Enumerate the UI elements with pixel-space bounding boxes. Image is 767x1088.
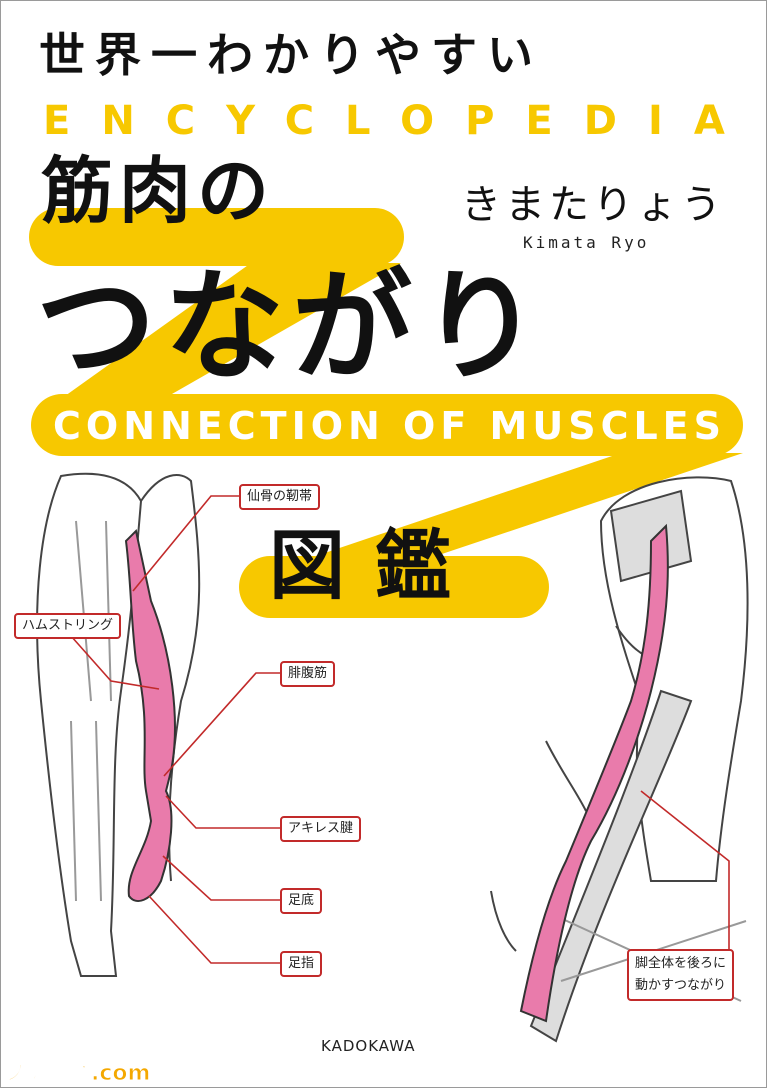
- label-sacral-ligament: 仙骨の靭帯: [239, 484, 321, 510]
- pink-muscle-chain-left: [124, 528, 176, 902]
- pink-muscle-chain-right: [519, 523, 669, 1023]
- watermark: ファミ通.com: [2, 1061, 151, 1087]
- series-label: ENCYCLOPEDIA: [43, 98, 756, 144]
- label-sole: 足底: [280, 888, 323, 914]
- title-line-2: つながり: [36, 258, 548, 397]
- label-whole-leg: 脚全体を後ろに 動かすつながり: [627, 949, 735, 1001]
- label-toes: 足指: [280, 951, 323, 977]
- label-hamstring: ハムストリング: [14, 613, 122, 639]
- label-gastrocnemius: 腓腹筋: [280, 661, 336, 687]
- title-line-3: 図鑑: [269, 521, 481, 610]
- subtitle-en: CONNECTION OF MUSCLES: [53, 404, 726, 448]
- leader-lines: [70, 495, 730, 964]
- author-name-en: Kimata Ryo: [523, 233, 650, 252]
- side-leg-illustration: [490, 476, 749, 1043]
- tagline: 世界一わかりやすい: [39, 28, 543, 82]
- author-name: きまたりょう: [461, 182, 725, 228]
- publisher-logo: KADOKAWA: [321, 1037, 416, 1055]
- label-whole-leg-line1: 脚全体を後ろに: [635, 956, 727, 971]
- title-line-1: 筋肉の: [41, 149, 276, 233]
- label-achilles: アキレス腱: [280, 816, 362, 842]
- yellow-z-band: [29, 208, 743, 618]
- label-whole-leg-line2: 動かすつながり: [635, 978, 727, 993]
